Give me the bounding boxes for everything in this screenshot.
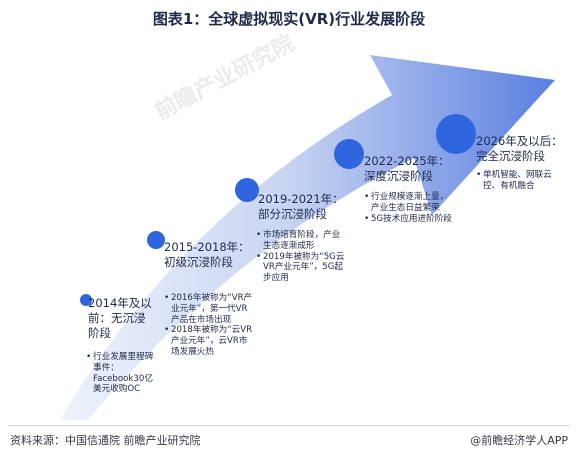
stage-dot-5 bbox=[436, 114, 476, 154]
stage-title-1: 2014年及以前：无沉浸阶段 bbox=[88, 296, 152, 340]
stage-title-2: 2015-2018年：初级沉浸阶段 bbox=[164, 240, 250, 269]
brand-credit: @前瞻经济学人APP bbox=[470, 434, 568, 447]
stage-bullets-4: 行业规模逐渐上量，产业生态日益繁荣 5G技术应用进阶阶段 bbox=[364, 192, 456, 224]
source-note: 资料来源：中国信通院 前瞻产业研究院 bbox=[10, 434, 201, 447]
stage-title-5: 2026年及以后：完全沉浸阶段 bbox=[476, 134, 563, 163]
stage-bullet: 5G技术应用进阶阶段 bbox=[364, 214, 456, 225]
stage-dot-2 bbox=[147, 231, 165, 249]
page-title: 图表1：全球虚拟现实(VR)行业发展阶段 bbox=[152, 10, 426, 28]
stage-bullet: 单机智能、网联云控、有机融合 bbox=[476, 170, 568, 192]
growth-arrow bbox=[60, 55, 555, 420]
stage-dot-3 bbox=[235, 178, 259, 202]
stage-bullets-3: 市场培育阶段，产业生态逐渐成形 2019年被称为“5G云VR产业元年”，5G起步… bbox=[256, 230, 348, 284]
stage-bullet: 2019年被称为“5G云VR产业元年”，5G起步应用 bbox=[256, 252, 348, 284]
footer-divider bbox=[8, 425, 570, 426]
stage-bullet: 行业规模逐渐上量，产业生态日益繁荣 bbox=[364, 192, 456, 214]
stage-bullet: 市场培育阶段，产业生态逐渐成形 bbox=[256, 230, 348, 252]
stage-dot-1 bbox=[80, 294, 92, 306]
stage-bullet: 2016年被称为“VR产业元年”，第一代VR产品在市场出现 bbox=[164, 293, 254, 325]
stage-title-4: 2022-2025年：深度沉浸阶段 bbox=[364, 154, 450, 183]
stage-title-3: 2019-2021年：部分沉浸阶段 bbox=[258, 192, 344, 221]
watermark-text: 前瞻产业研究院 bbox=[151, 30, 299, 125]
stage-bullets-2: 2016年被称为“VR产业元年”，第一代VR产品在市场出现 2018年被称为“云… bbox=[164, 293, 254, 358]
stage-dot-4 bbox=[334, 139, 364, 169]
stage-bullets-5: 单机智能、网联云控、有机融合 bbox=[476, 170, 568, 192]
stage-bullet: 行业发展里程碑事件：Facebook30亿美元收购OC bbox=[86, 352, 158, 395]
watermark: 前瞻产业研究院 bbox=[151, 30, 299, 125]
stage-bullets-1: 行业发展里程碑事件：Facebook30亿美元收购OC bbox=[86, 352, 158, 395]
stage-bullet: 2018年被称为“云VR产业元年”，云VR市场发展火热 bbox=[164, 325, 254, 357]
growth-arrow-highlight bbox=[60, 75, 392, 420]
